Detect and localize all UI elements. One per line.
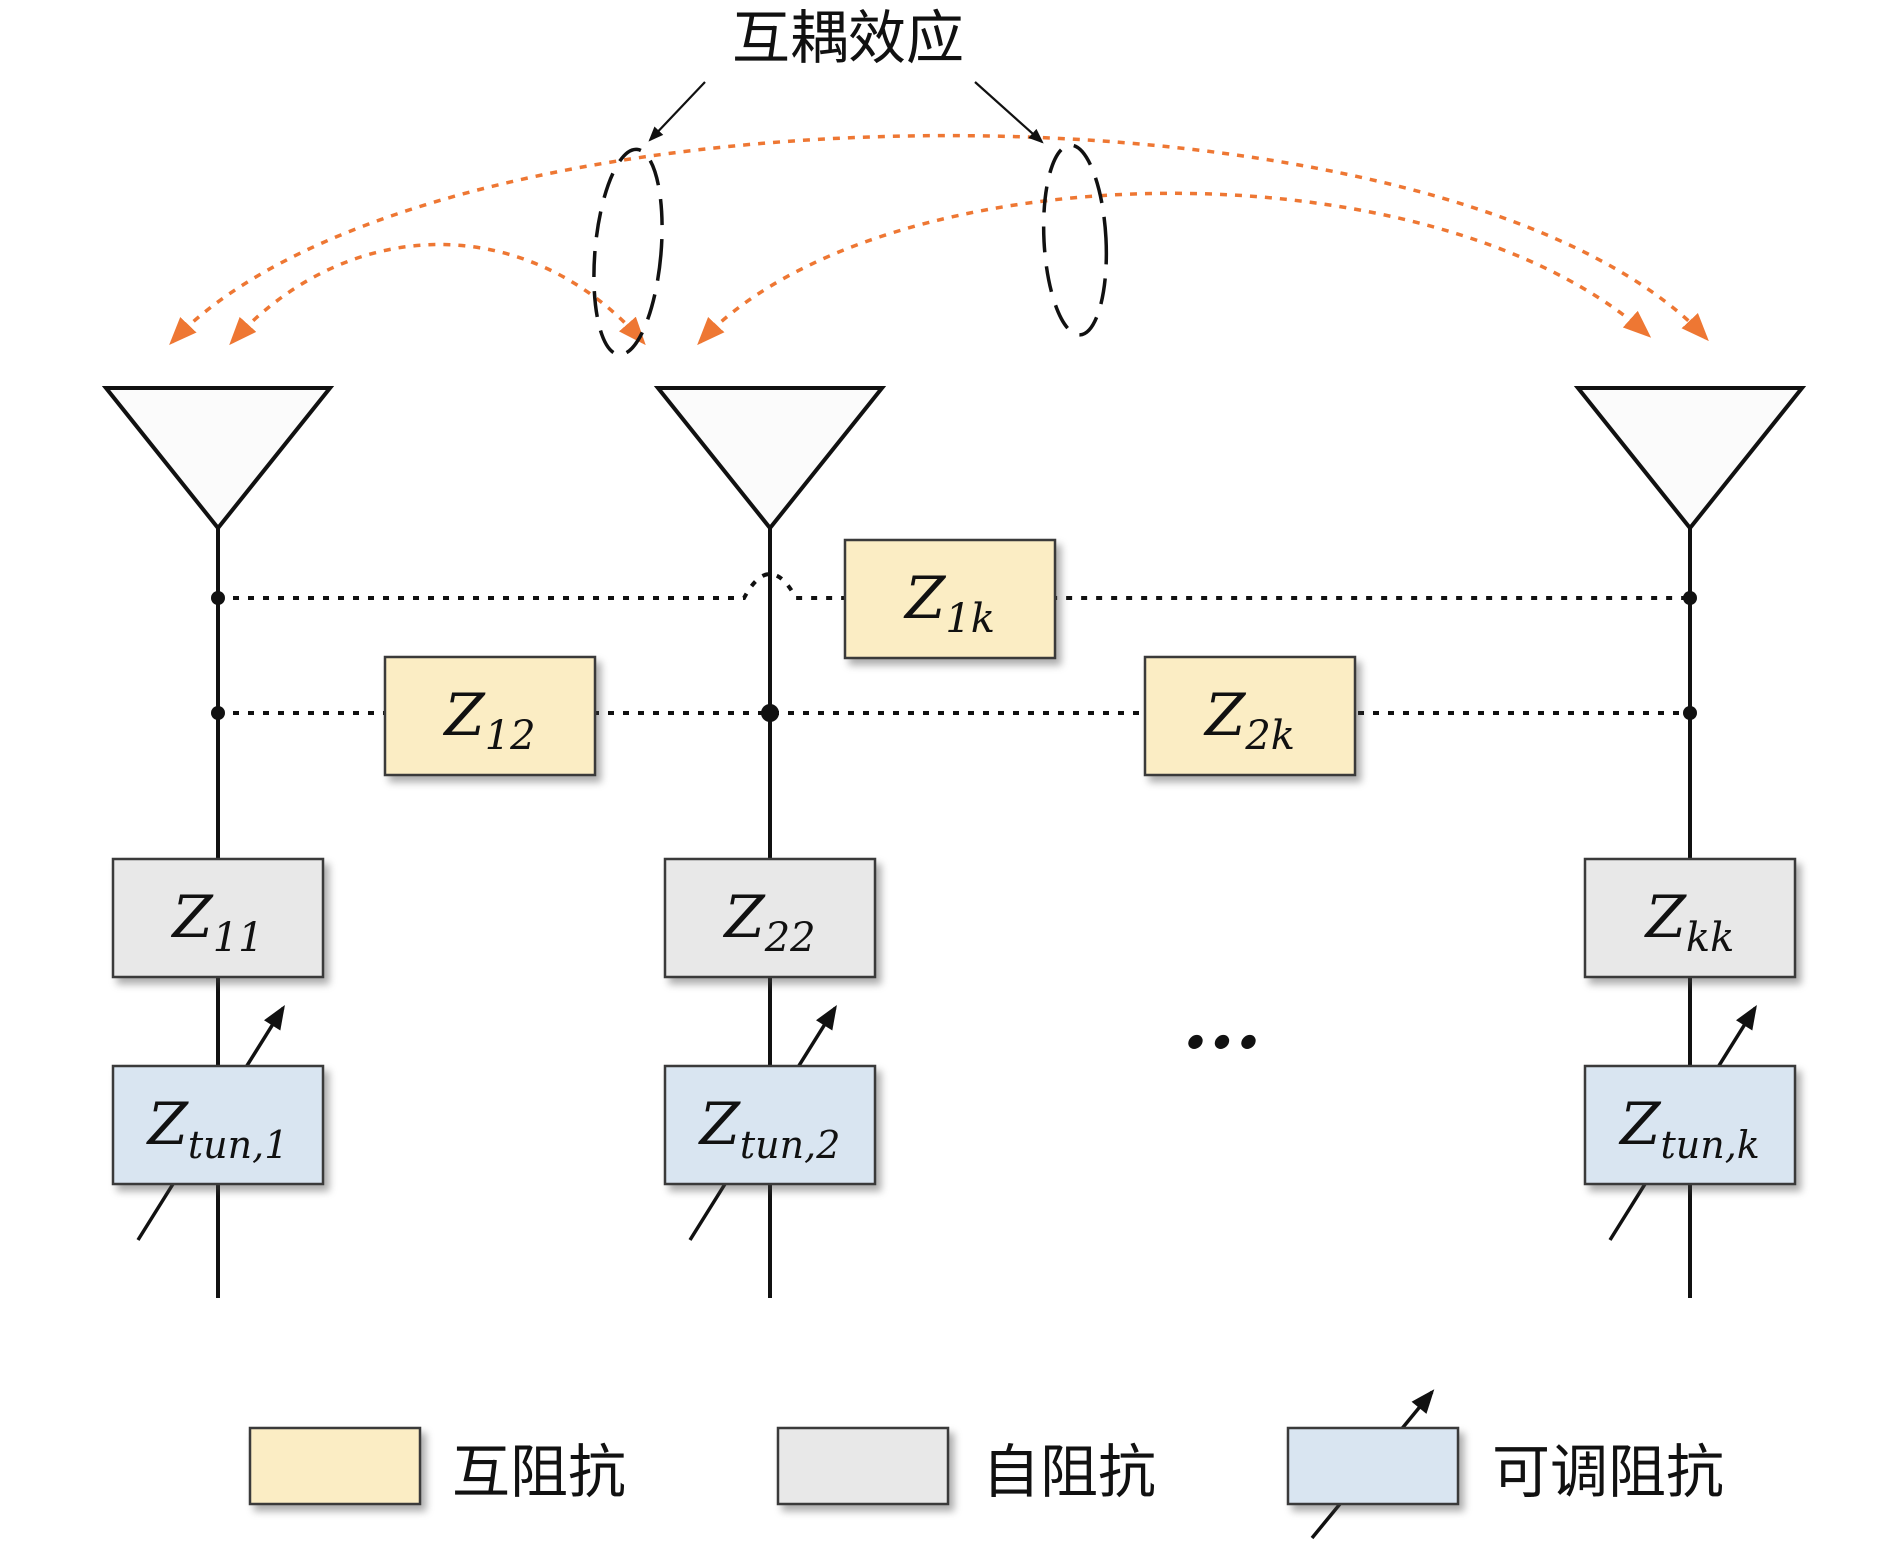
mutual-wire-1k [218,572,1690,600]
tunable-impedance-ztun1-box: Ztun,1 [111,1064,325,1186]
coupling-loop-ellipse-1 [592,147,664,357]
z22-label: Z22 [722,883,815,961]
legend: 互阻抗 自阻抗 可调阻抗 [248,1389,1724,1540]
junction-dot [211,591,225,605]
coupling-loop-ellipse-2 [1041,143,1109,337]
tunable-impedance-ztunk-box: Ztun,k [1583,1064,1797,1186]
ztunk-label: Ztun,k [1618,1090,1760,1167]
zkk-rect [1583,857,1797,979]
z2k-rect [1143,655,1357,777]
coupling-arc-antenna1-antenna2 [229,242,646,346]
mutual-impedance-z2k-box: Z2k [1143,655,1357,777]
antenna-1 [101,386,335,532]
legend-mutual-label: 互阻抗 [452,1440,626,1505]
legend-item-self: 自阻抗 [776,1426,1156,1506]
legend-mutual-swatch [248,1426,422,1506]
legend-self-label: 自阻抗 [982,1440,1156,1505]
self-impedance-z22-box: Z22 [663,857,877,979]
junction-dot [1683,591,1697,605]
ztun1-rect [111,1064,325,1186]
ztun2-label: Ztun,2 [698,1090,841,1167]
diagram-title: 互耦效应 [732,6,964,71]
legend-self-swatch [776,1426,950,1506]
zkk-label: Zkk [1644,883,1735,961]
z11-rect [111,857,325,979]
mutual-impedance-z1k-box: Z1k [843,538,1057,660]
ztunk-rect [1583,1064,1797,1186]
mutual-impedance-z12-box: Z12 [383,655,597,777]
antenna-3 [1573,386,1807,532]
ztun2-rect [663,1064,877,1186]
title-pointer-arrow-left [648,81,706,142]
legend-item-mutual: 互阻抗 [248,1426,626,1506]
tunable-impedance-ztun2-box: Ztun,2 [663,1064,877,1186]
z2k-label: Z2k [1203,681,1295,759]
z1k-label: Z1k [903,564,995,642]
z12-rect [383,655,597,777]
legend-tunable-label: 可调阻抗 [1492,1440,1724,1505]
branch-ellipsis: ... [1182,977,1261,1066]
z1k-rect [843,538,1057,660]
self-impedance-z11-box: Z11 [111,857,325,979]
junction-dot [761,704,779,722]
z11-label: Z11 [170,883,263,961]
ztun1-label: Ztun,1 [146,1090,289,1167]
legend-tunable-swatch [1286,1426,1460,1506]
legend-item-tunable: 可调阻抗 [1286,1389,1724,1540]
antenna-2 [653,386,887,532]
junction-dot [1683,706,1697,720]
z22-rect [663,857,877,979]
coupling-arc-antenna1-antenna3 [169,133,1709,346]
coupling-arc-antenna2-antenna3 [697,191,1652,346]
title-pointer-arrow-right [974,81,1044,144]
self-impedance-zkk-box: Zkk [1583,857,1797,979]
junction-dot [211,706,225,720]
z12-label: Z12 [442,681,535,759]
